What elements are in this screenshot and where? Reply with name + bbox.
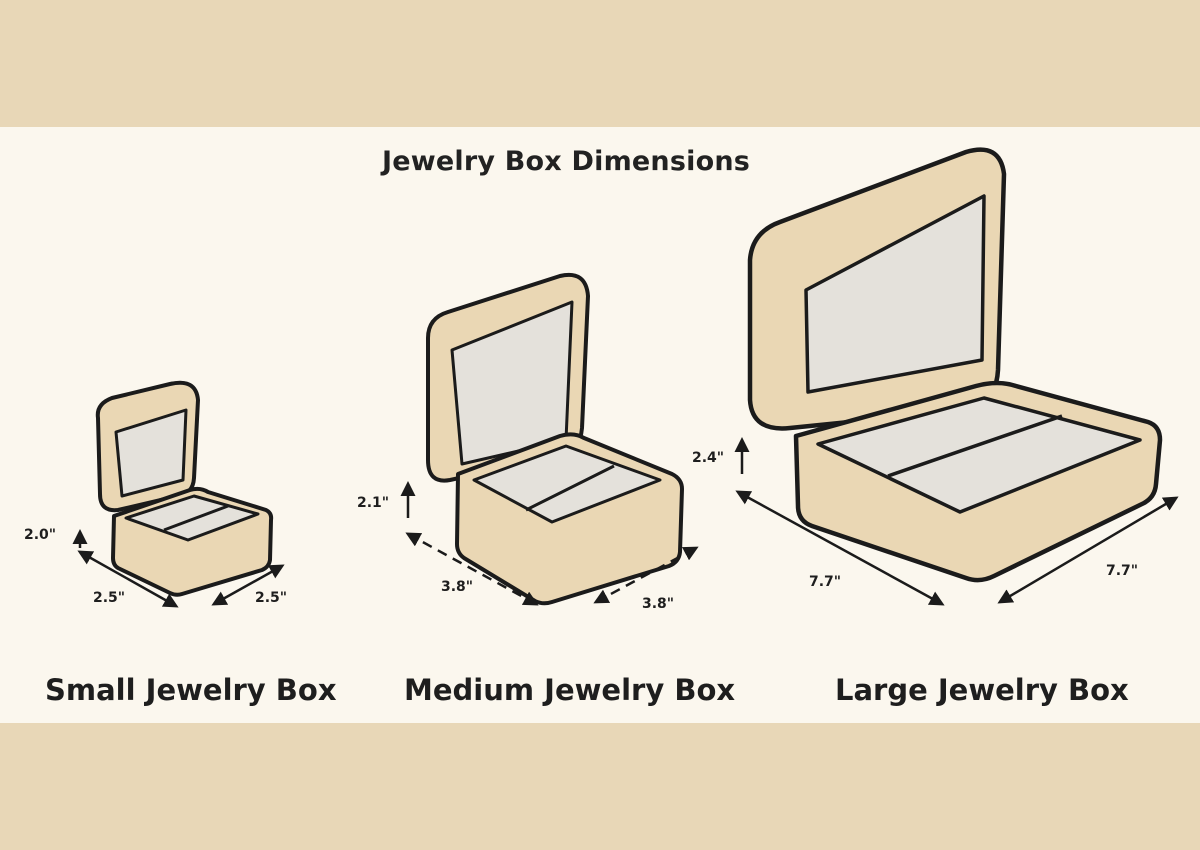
- medium-box-caption: Medium Jewelry Box: [404, 673, 736, 707]
- medium-depth-arrow: [593, 546, 699, 604]
- small-height-label: 2.0": [24, 527, 57, 543]
- large-box-lid-lining: [804, 194, 986, 394]
- large-depth-arrow: [997, 496, 1179, 604]
- small-box-lid-lining: [114, 408, 188, 498]
- large-depth-label: 7.7": [1106, 563, 1139, 579]
- small-depth-arrow: [211, 564, 285, 606]
- small-box-caption: Small Jewelry Box: [45, 673, 337, 707]
- large-box-insert: [816, 396, 1142, 514]
- medium-width-label: 3.8": [441, 579, 474, 595]
- small-width-label: 2.5": [93, 590, 126, 606]
- large-width-label: 7.7": [809, 574, 842, 590]
- medium-depth-label: 3.8": [642, 596, 675, 612]
- medium-width-arrow: [405, 532, 539, 606]
- medium-height-label: 2.1": [357, 495, 390, 511]
- medium-box-insert: [472, 444, 662, 524]
- small-jewelry-box-drawing: [95, 380, 274, 597]
- medium-jewelry-box-drawing: [426, 273, 684, 606]
- large-width-arrow: [735, 490, 945, 606]
- large-height-label: 2.4": [692, 450, 725, 466]
- small-width-arrow: [77, 550, 179, 608]
- large-jewelry-box-drawing: [747, 147, 1163, 583]
- large-box-caption: Large Jewelry Box: [835, 673, 1129, 707]
- small-depth-label: 2.5": [255, 590, 288, 606]
- diagram-title: Jewelry Box Dimensions: [381, 146, 751, 177]
- dimension-arrows: [72, 437, 1179, 608]
